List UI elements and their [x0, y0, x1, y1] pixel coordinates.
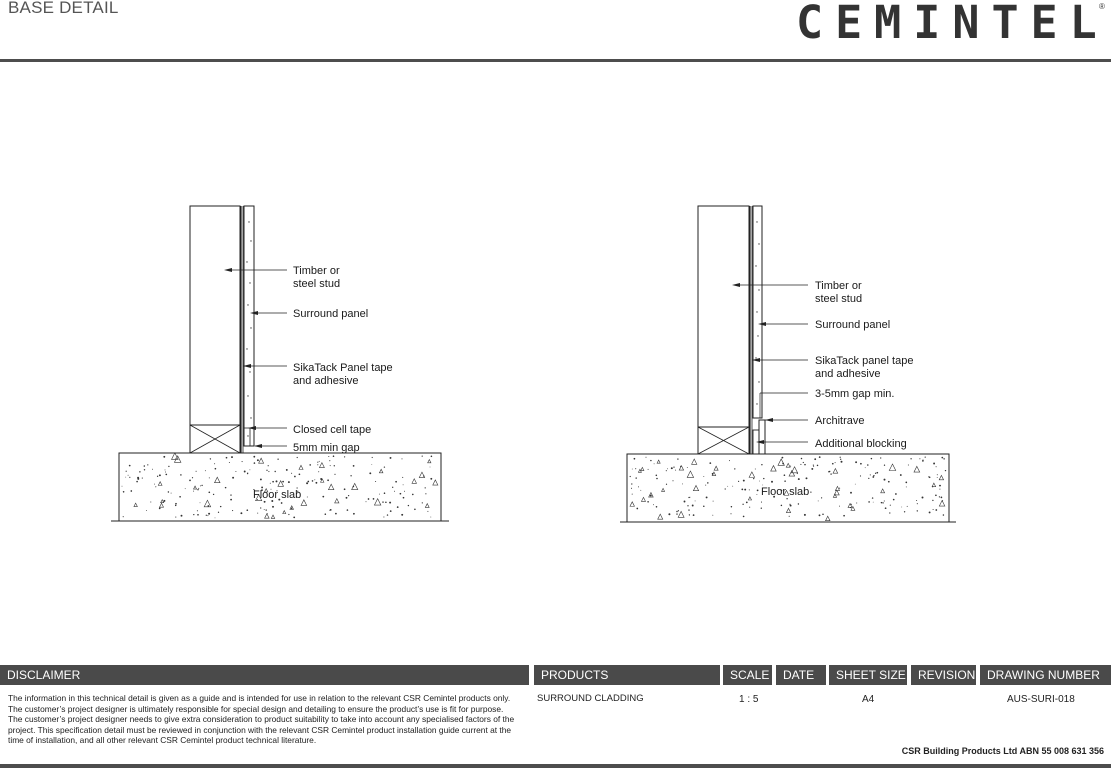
- revision-header: REVISION: [911, 665, 976, 685]
- left-label-tape-2: and adhesive: [293, 375, 358, 387]
- drawing-number-header: DRAWING NUMBER: [980, 665, 1111, 685]
- sheet-size-header: SHEET SIZE: [829, 665, 907, 685]
- sheet-size-value: A4: [862, 694, 875, 705]
- right-label-stud-2: steel stud: [815, 293, 862, 305]
- date-header: DATE: [776, 665, 826, 685]
- left-label-stud-1: Timber or: [293, 265, 340, 277]
- disclaimer-text: The information in this technical detail…: [8, 693, 515, 746]
- left-label-gap: 5mm min gap: [293, 442, 360, 454]
- right-label-stud-1: Timber or: [815, 280, 862, 292]
- right-detail: Timber or steel stud Surround panel Sika…: [620, 205, 956, 523]
- scale-header: SCALE: [723, 665, 772, 685]
- left-label-slab: Floor slab: [253, 489, 301, 501]
- header-divider: [0, 59, 1111, 62]
- right-label-tape-1: SikaTack panel tape: [815, 355, 913, 367]
- products-value: SURROUND CLADDING: [537, 693, 644, 704]
- right-architrave: [758, 419, 766, 455]
- right-label-slab: Floor slab: [761, 486, 809, 498]
- footer-divider: [0, 764, 1111, 768]
- page-title: BASE DETAIL: [8, 0, 119, 17]
- right-floor-slab: [626, 453, 950, 523]
- drawing-number-value: AUS-SURI-018: [1007, 694, 1075, 705]
- products-header: PRODUCTS: [534, 665, 720, 685]
- left-stud: [189, 205, 241, 426]
- left-label-panel: Surround panel: [293, 308, 368, 320]
- left-label-stud-2: steel stud: [293, 278, 340, 290]
- registered-mark: ®: [1099, 2, 1105, 11]
- title-block-header: DISCLAIMER PRODUCTS SCALE DATE SHEET SIZ…: [0, 665, 1111, 685]
- right-label-architrave: Architrave: [815, 415, 865, 427]
- brand-logo: CEMINTEL: [796, 0, 1109, 49]
- right-label-tape-2: and adhesive: [815, 368, 880, 380]
- left-label-tape-1: SikaTack Panel tape: [293, 362, 393, 374]
- left-surround-panel: [243, 205, 255, 447]
- disclaimer-header: DISCLAIMER: [0, 665, 529, 685]
- company-abn: CSR Building Products Ltd ABN 55 008 631…: [901, 746, 1104, 756]
- right-label-blocking: Additional blocking: [815, 438, 907, 450]
- right-stud: [697, 205, 750, 428]
- left-detail: Timber or steel stud Surround panel Sika…: [111, 205, 449, 522]
- left-label-closed-tape: Closed cell tape: [293, 424, 371, 436]
- right-label-panel: Surround panel: [815, 319, 890, 331]
- base-detail-drawing: Timber or steel stud Surround panel Sika…: [111, 205, 956, 523]
- scale-value: 1 : 5: [739, 694, 759, 705]
- right-label-gap: 3-5mm gap min.: [815, 388, 894, 400]
